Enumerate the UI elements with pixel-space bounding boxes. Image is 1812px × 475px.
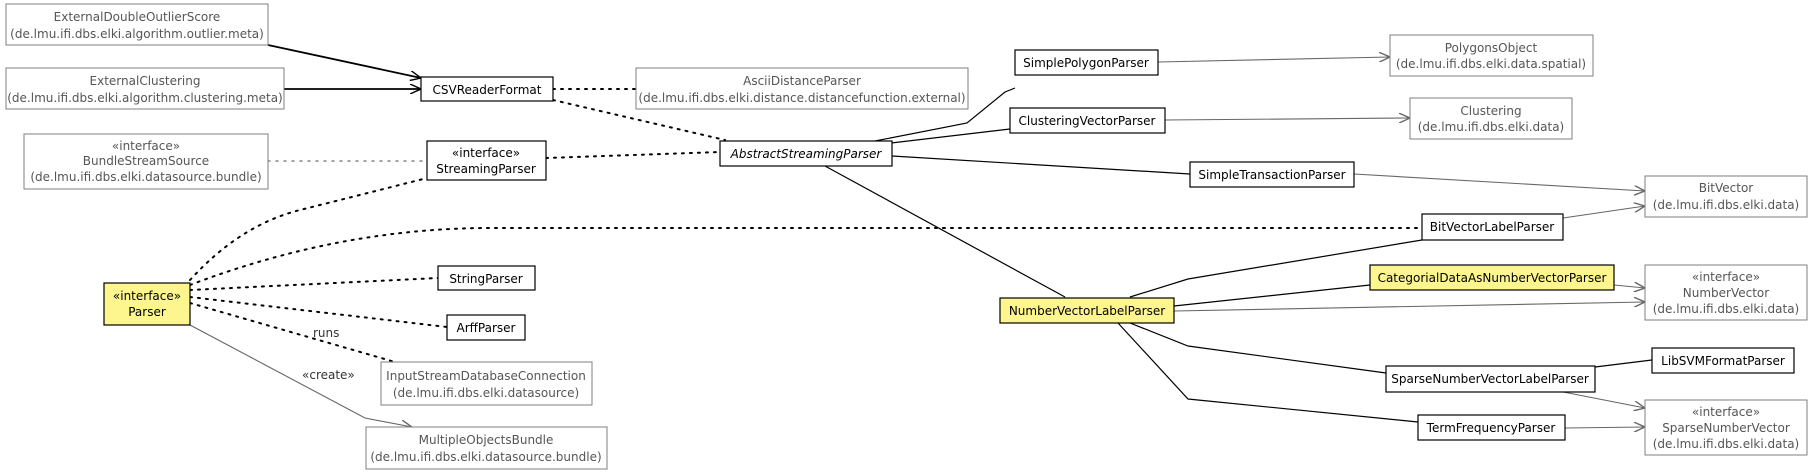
edge-simple-polygon-polygons: [1157, 57, 1390, 63]
node-label-line: (de.lmu.ifi.dbs.elki.datasource.bundle): [30, 170, 261, 184]
edge-parser-streaming: [189, 175, 436, 281]
edge-sparse-number-vector-label-sparse: [1552, 389, 1645, 408]
nodes: ExternalDoubleOutlierScore (de.lmu.ifi.d…: [5, 3, 1808, 470]
edge-bit-vector-label-bit-vector: [1562, 206, 1645, 219]
edge-simple-transaction-abstract: [891, 155, 1191, 175]
edge-lib-svm-sparse-number-vector-label: [1594, 359, 1653, 368]
edge-bit-vector-label-number-vector-label: [1129, 239, 1423, 298]
node-multiple-objects-bundle[interactable]: MultipleObjectsBundle (de.lmu.ifi.dbs.el…: [365, 426, 608, 470]
node-label-line: ArffParser: [457, 321, 516, 335]
node-label-line: (de.lmu.ifi.dbs.elki.datasource): [393, 386, 579, 400]
node-label-line: (de.lmu.ifi.dbs.elki.data.spatial): [1396, 57, 1586, 71]
node-label-line: «interface»: [113, 289, 181, 303]
node-simple-polygon-parser[interactable]: SimplePolygonParser: [1014, 49, 1159, 76]
edge-clustering-vector-clustering: [1164, 118, 1410, 120]
node-label-line: ExternalClustering: [90, 74, 201, 88]
node-label-line: SparseNumberVector: [1662, 421, 1790, 435]
node-label-line: LibSVMFormatParser: [1661, 354, 1785, 368]
node-label-line: NumberVector: [1683, 286, 1770, 300]
node-label-line: BundleStreamSource: [83, 154, 209, 168]
node-sparse-number-vector[interactable]: «interface» SparseNumberVector (de.lmu.i…: [1644, 399, 1808, 456]
node-label-line: (de.lmu.ifi.dbs.elki.datasource.bundle): [370, 450, 601, 464]
node-label-line: SimpleTransactionParser: [1198, 168, 1345, 182]
node-label-line: Parser: [128, 305, 166, 319]
node-bit-vector[interactable]: BitVector (de.lmu.ifi.dbs.elki.data): [1644, 175, 1808, 218]
node-parser[interactable]: «interface» Parser: [103, 282, 191, 326]
edge-clustering-vector-abstract: [882, 128, 1011, 145]
node-label-line: AsciiDistanceParser: [743, 74, 861, 88]
node-label-line: ClusteringVectorParser: [1019, 114, 1156, 128]
edge-csv-abstract-streaming: [552, 99, 726, 141]
node-label-line: StringParser: [449, 272, 522, 286]
node-label-line: «interface»: [112, 139, 180, 153]
edges: runs «create»: [189, 44, 1653, 428]
node-clustering-vector-parser[interactable]: ClusteringVectorParser: [1009, 107, 1166, 134]
edge-term-frequency-sparse: [1564, 427, 1645, 428]
node-label-line: SparseNumberVectorLabelParser: [1391, 372, 1589, 386]
node-abstract-streaming-parser[interactable]: AbstractStreamingParser: [719, 140, 893, 167]
node-ascii-distance-parser[interactable]: AsciiDistanceParser (de.lmu.ifi.dbs.elki…: [635, 67, 969, 110]
node-label-line: (de.lmu.ifi.dbs.elki.data): [1418, 120, 1564, 134]
node-label-line: BitVector: [1699, 181, 1754, 195]
node-label-line: (de.lmu.ifi.dbs.elki.data): [1653, 437, 1799, 451]
node-clustering[interactable]: Clustering (de.lmu.ifi.dbs.elki.data): [1409, 97, 1573, 140]
edge-parser-bit-vector-label: [189, 227, 1423, 286]
node-external-clustering[interactable]: ExternalClustering (de.lmu.ifi.dbs.elki.…: [5, 67, 285, 110]
node-lib-svm-format-parser[interactable]: LibSVMFormatParser: [1651, 347, 1795, 374]
node-label-line: Clustering: [1460, 104, 1521, 118]
node-label-line: «interface»: [452, 146, 520, 160]
edge-external-double-outlier-score-csv: [267, 44, 421, 78]
node-csv-reader-format[interactable]: CSVReaderFormat: [420, 76, 554, 102]
node-arff-parser[interactable]: ArffParser: [446, 314, 526, 341]
node-label-line: «interface»: [1692, 270, 1760, 284]
node-label-line: (de.lmu.ifi.dbs.elki.algorithm.clusterin…: [7, 91, 282, 105]
node-number-vector-label-parser[interactable]: NumberVectorLabelParser: [999, 297, 1175, 324]
node-label-line: (de.lmu.ifi.dbs.elki.data): [1653, 198, 1799, 212]
node-streaming-parser[interactable]: «interface» StreamingParser: [426, 140, 547, 181]
node-label-line: (de.lmu.ifi.dbs.elki.distance.distancefu…: [638, 91, 965, 105]
node-label-line: CategorialDataAsNumberVectorParser: [1378, 271, 1607, 285]
node-external-double-outlier-score[interactable]: ExternalDoubleOutlierScore (de.lmu.ifi.d…: [5, 3, 269, 46]
node-label-line: AbstractStreamingParser: [730, 147, 883, 161]
edge-label-create: «create»: [302, 368, 355, 382]
edge-parser-arff-parser: [189, 296, 448, 328]
node-number-vector[interactable]: «interface» NumberVector (de.lmu.ifi.dbs…: [1644, 264, 1808, 321]
node-label-line: NumberVectorLabelParser: [1009, 304, 1165, 318]
node-categorial-data-as-number-vector-parser[interactable]: CategorialDataAsNumberVectorParser: [1369, 264, 1615, 291]
edge-term-frequency-number-vector-label: [1117, 322, 1419, 423]
node-label-line: MultipleObjectsBundle: [419, 433, 554, 447]
node-sparse-number-vector-label-parser[interactable]: SparseNumberVectorLabelParser: [1385, 365, 1596, 393]
node-label-line: «interface»: [1692, 405, 1760, 419]
edge-categorial-number-vector-label: [1173, 284, 1371, 307]
edge-number-vector-label-abstract: [824, 165, 1066, 298]
node-label-line: CSVReaderFormat: [433, 83, 542, 97]
edge-parser-input-stream: [189, 302, 396, 363]
edge-number-vector-label-number-vector: [1173, 302, 1645, 312]
edge-sparse-number-vector-label: [1129, 322, 1387, 374]
node-label-line: InputStreamDatabaseConnection: [386, 369, 586, 383]
edge-simple-polygon-abstract: [874, 87, 1016, 142]
edge-label-runs: runs: [313, 326, 339, 340]
node-label-line: TermFrequencyParser: [1426, 421, 1556, 435]
node-polygons-object[interactable]: PolygonsObject (de.lmu.ifi.dbs.elki.data…: [1389, 34, 1594, 77]
node-term-frequency-parser[interactable]: TermFrequencyParser: [1417, 414, 1566, 441]
node-label-line: SimplePolygonParser: [1023, 56, 1149, 70]
node-label-line: (de.lmu.ifi.dbs.elki.data): [1653, 302, 1799, 316]
node-label-line: StreamingParser: [436, 162, 536, 176]
node-label-line: PolygonsObject: [1445, 41, 1538, 55]
node-bit-vector-label-parser[interactable]: BitVectorLabelParser: [1421, 213, 1564, 241]
edge-parser-multiple-objects: [189, 324, 412, 427]
node-label-line: ExternalDoubleOutlierScore: [54, 10, 221, 24]
node-label-line: (de.lmu.ifi.dbs.elki.algorithm.outlier.m…: [10, 27, 264, 41]
edge-streaming-abstract-streaming: [545, 151, 721, 159]
edge-categorial-number-vector: [1613, 285, 1645, 288]
node-label-line: BitVectorLabelParser: [1430, 220, 1555, 234]
node-input-stream-database-connection[interactable]: InputStreamDatabaseConnection (de.lmu.if…: [380, 361, 593, 406]
node-simple-transaction-parser[interactable]: SimpleTransactionParser: [1189, 161, 1355, 188]
edge-parser-string-parser: [189, 277, 439, 291]
node-bundle-stream-source[interactable]: «interface» BundleStreamSource (de.lmu.i…: [23, 133, 269, 190]
node-string-parser[interactable]: StringParser: [437, 265, 536, 291]
edge-simple-transaction-bit-vector: [1353, 173, 1645, 191]
